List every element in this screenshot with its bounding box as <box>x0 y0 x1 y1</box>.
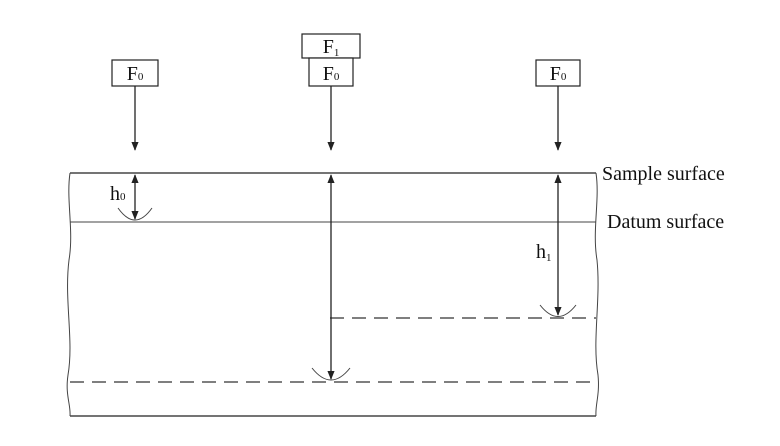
specimen-left-edge <box>66 172 72 417</box>
depth-label-h0: h0 <box>110 183 126 205</box>
force-label-f0-middle: F0 <box>323 63 340 85</box>
force-group-left: F0 <box>111 59 159 151</box>
depth-dimensions <box>117 174 577 381</box>
sample-surface-label: Sample surface <box>602 163 725 185</box>
force-label-f0-right: F0 <box>550 63 567 85</box>
indent-arc-h1 <box>539 304 577 317</box>
indent-arc-h0 <box>117 207 153 221</box>
force-box-f0-right <box>535 59 581 87</box>
specimen-block <box>66 172 599 417</box>
specimen-right-edge <box>594 172 599 417</box>
force-box-f1 <box>301 33 361 59</box>
indent-arc-total <box>311 367 351 381</box>
force-group-middle: F1 F0 <box>301 33 361 151</box>
force-label-f1: F1 <box>323 36 340 59</box>
depth-label-h1: h1 <box>536 241 552 264</box>
force-group-right: F0 <box>535 59 581 151</box>
force-label-f0-left: F0 <box>127 63 144 85</box>
datum-surface-label: Datum surface <box>607 211 724 233</box>
